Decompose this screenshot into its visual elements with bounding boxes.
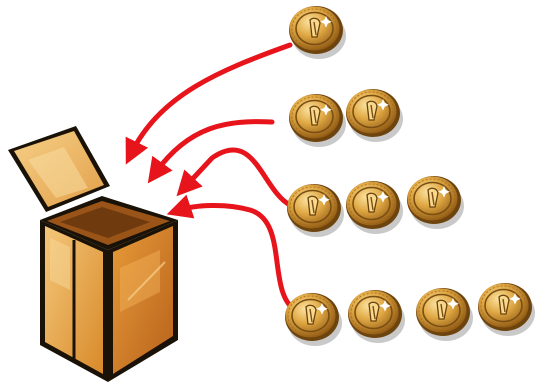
arrows: [125, 42, 301, 315]
box-front-face: [40, 220, 108, 382]
arrow-1: [125, 42, 293, 165]
coins-row-3: [286, 175, 465, 238]
box-side-face: [108, 220, 178, 382]
coins-row-2: [288, 88, 404, 148]
arrow-2: [147, 119, 275, 184]
coin-icon: [345, 88, 404, 143]
coins-row-1: [288, 5, 347, 60]
coin-icon: [288, 5, 347, 60]
coin-icon: [415, 287, 474, 342]
open-box: [8, 126, 178, 382]
coin-icon: [284, 292, 343, 347]
coin-icon: [345, 180, 404, 235]
coin-icon: [288, 93, 347, 148]
box-interior: [40, 196, 178, 250]
arrow-4: [166, 194, 301, 315]
arrow-3: [176, 147, 293, 208]
coin-icon: [347, 289, 406, 344]
box-lid-flap: [8, 126, 110, 212]
coin-icon: [477, 282, 536, 337]
coin-icon: [286, 183, 345, 238]
coins-row-4: [284, 282, 536, 347]
coin-icon: [406, 175, 465, 230]
